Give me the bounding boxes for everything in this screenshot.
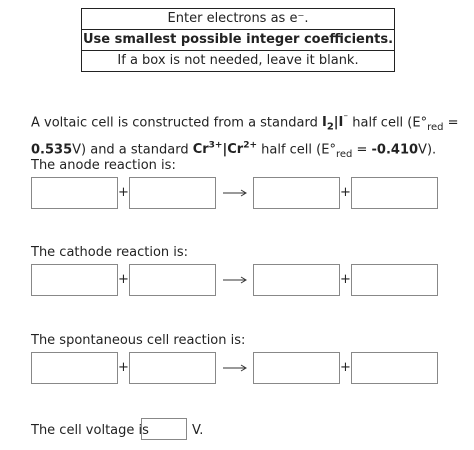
cathode-reactant-2-box[interactable] bbox=[129, 264, 216, 296]
reaction-arrow-icon bbox=[223, 189, 247, 197]
cell-reactant-2-box[interactable] bbox=[129, 352, 216, 384]
instructions-box: Enter electrons as e⁻. Use smallest poss… bbox=[81, 8, 395, 72]
instruction-blank: If a box is not needed, leave it blank. bbox=[117, 53, 359, 68]
cell-reaction-row: + + bbox=[31, 352, 441, 386]
plus-sign: + bbox=[118, 185, 129, 200]
cell-voltage-input[interactable] bbox=[141, 418, 187, 440]
cathode-product-2-box[interactable] bbox=[351, 264, 438, 296]
plus-sign: + bbox=[340, 272, 351, 287]
plus-sign: + bbox=[118, 360, 129, 375]
cell-reaction-label: The spontaneous cell reaction is: bbox=[31, 333, 246, 348]
cathode-product-1-box[interactable] bbox=[253, 264, 340, 296]
cell-voltage-label: The cell voltage is bbox=[31, 423, 149, 438]
plus-sign: + bbox=[340, 185, 351, 200]
anode-reaction-row: + + bbox=[31, 177, 441, 211]
plus-sign: + bbox=[340, 360, 351, 375]
cathode-reaction-row: + + bbox=[31, 264, 441, 298]
cell-product-2-box[interactable] bbox=[351, 352, 438, 384]
cell-voltage-unit: V. bbox=[192, 423, 204, 438]
cell-reactant-1-box[interactable] bbox=[31, 352, 118, 384]
anode-reactant-2-box[interactable] bbox=[129, 177, 216, 209]
anode-label: The anode reaction is: bbox=[31, 158, 176, 173]
anode-product-2-box[interactable] bbox=[351, 177, 438, 209]
instruction-coefficients: Use smallest possible integer coefficien… bbox=[82, 30, 394, 51]
e-red-value-2: -0.410 bbox=[371, 142, 419, 158]
instruction-electrons: Enter electrons as e⁻. bbox=[82, 9, 394, 30]
e-red-value-1: 0.535 bbox=[31, 142, 73, 158]
cell-product-1-box[interactable] bbox=[253, 352, 340, 384]
anode-product-1-box[interactable] bbox=[253, 177, 340, 209]
anode-reactant-1-box[interactable] bbox=[31, 177, 118, 209]
cathode-reactant-1-box[interactable] bbox=[31, 264, 118, 296]
problem-statement: A voltaic cell is constructed from a sta… bbox=[31, 114, 459, 160]
reaction-arrow-icon bbox=[223, 276, 247, 284]
cathode-label: The cathode reaction is: bbox=[31, 245, 189, 260]
plus-sign: + bbox=[118, 272, 129, 287]
reaction-arrow-icon bbox=[223, 364, 247, 372]
